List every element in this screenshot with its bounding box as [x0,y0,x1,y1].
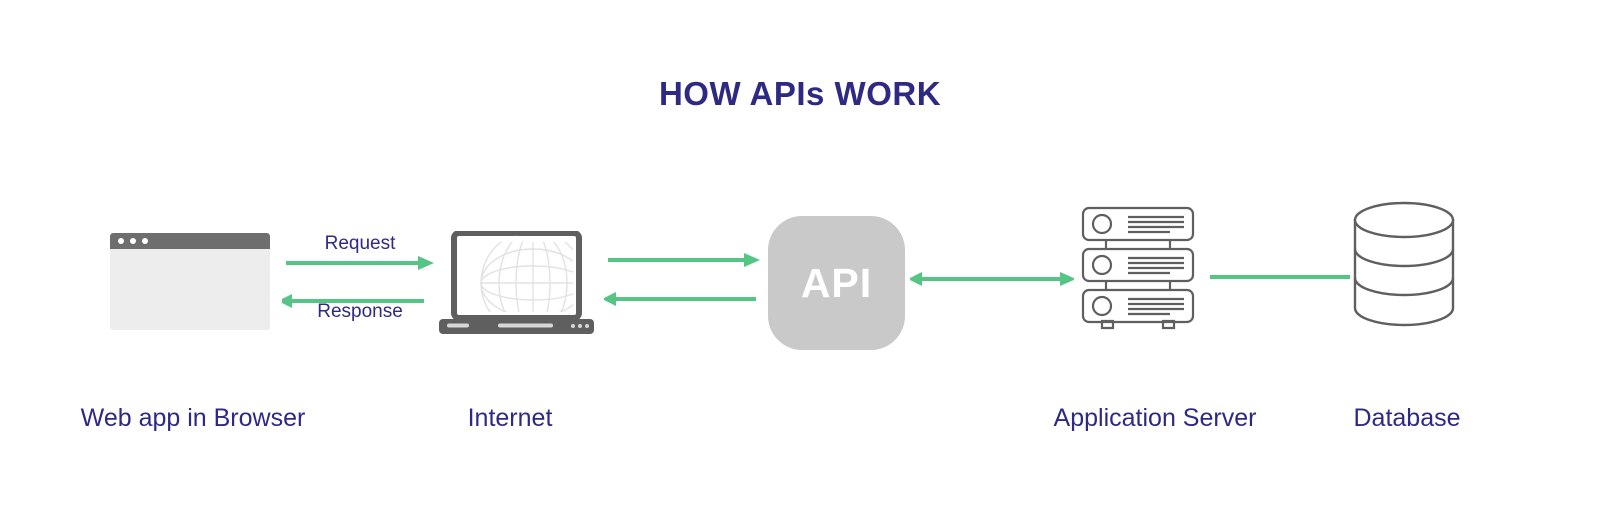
server-stack-icon [1080,205,1196,330]
connector-appserver-to-database [1210,272,1350,282]
arrow-internet-to-api [608,252,760,268]
arrow-request-right [286,255,434,271]
node-caption-browser: Web app in Browser [80,404,306,432]
laptop-globe-icon [433,230,600,335]
browser-dot-3-icon [142,238,148,244]
browser-titlebar [110,233,270,249]
api-box: API [768,216,905,350]
browser-window-icon [110,233,270,330]
arrow-api-to-appserver-bidirectional [910,271,1074,287]
edge-label-request: Request [324,233,396,254]
api-box-label: API [800,259,873,306]
node-caption-internet: Internet [467,404,553,432]
node-caption-appserver: Application Server [1053,404,1257,432]
node-caption-database: Database [1353,404,1461,432]
browser-dot-1-icon [118,238,124,244]
edge-label-response: Response [317,301,403,322]
page-title: HOW APIs WORK [658,75,942,112]
browser-viewport [110,249,270,330]
database-cylinder-icon [1352,200,1456,328]
arrow-response-left [282,293,424,309]
browser-dot-2-icon [130,238,136,244]
arrow-api-to-internet [604,291,756,307]
